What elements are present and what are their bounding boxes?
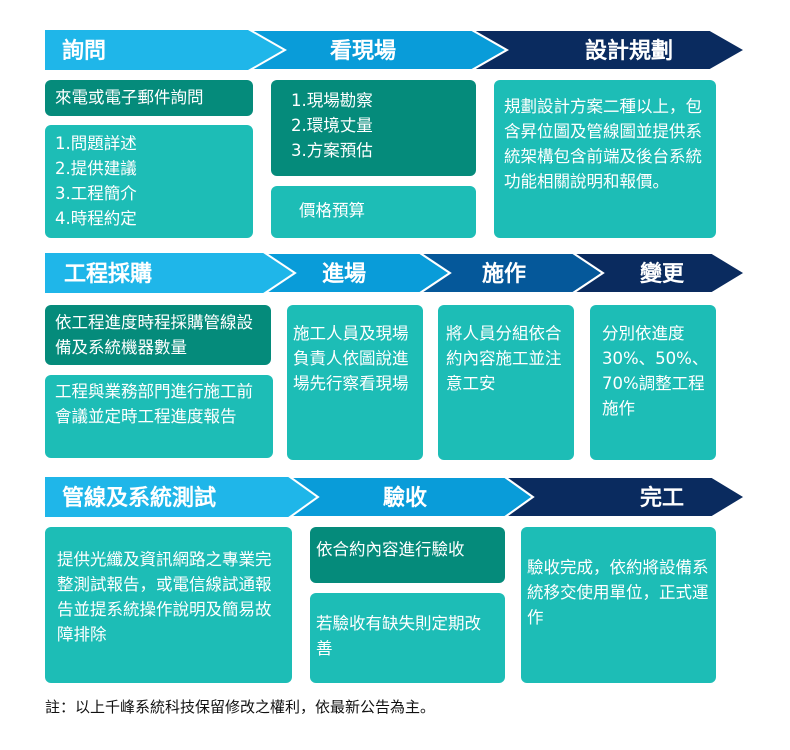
design-box: 規劃設計方案二種以上，包含昇位圖及管線圖並提供系統架構包含前端及後台系統功能相關…: [494, 80, 716, 238]
stage-banner-row2: 工程採購 進場 施作 變更: [45, 252, 747, 294]
procure-box: 依工程進度時程採購管線設備及系統機器數量: [45, 305, 271, 365]
stage-label: 進場: [322, 262, 366, 287]
stage-arrow-done: [501, 476, 747, 518]
meeting-box: 工程與業務部門進行施工前會議並定時工程進度報告: [45, 375, 273, 458]
site-steps-box: 1.現場勘察 2.環境丈量 3.方案預估: [271, 80, 476, 176]
inquiry-steps-box: 1.問題詳述 2.提供建議 3.工程簡介 4.時程約定: [45, 125, 253, 238]
stage-label: 變更: [640, 261, 685, 287]
stage-label: 驗收: [383, 485, 427, 511]
stage-arrow-test: [45, 477, 318, 517]
stage-arrow-inquiry: [45, 30, 285, 70]
stage-label: 工程採購: [64, 262, 152, 287]
accept-box: 依合約內容進行驗收: [310, 527, 505, 583]
done-box: 驗收完成，依約將設備系統移交使用單位，正式運作: [521, 527, 716, 683]
stage-label: 管線及系統測試: [62, 485, 216, 511]
stage-arrow-procure: [45, 253, 295, 293]
stage-label: 施作: [482, 261, 526, 287]
stage-label: 看現場: [330, 39, 396, 64]
change-box: 分別依進度30%、50%、70%調整工程施作: [590, 305, 716, 460]
stage-label: 設計規劃: [585, 38, 673, 64]
enter-box: 施工人員及現場負責人依圖說進場先行察看現場: [287, 305, 423, 460]
inquiry-method-box: 來電或電子郵件詢問: [45, 80, 253, 116]
stage-arrow-change: [569, 252, 747, 294]
stage-arrow-design: [468, 29, 748, 71]
stage-banner-row1: 詢問 看現場 設計規劃: [45, 29, 748, 71]
stage-banner-row3: 管線及系統測試 驗收 完工: [45, 476, 747, 518]
test-box: 提供光纖及資訊網路之專業完整測試報告，或電信線試通報告並提系統操作說明及簡易故障…: [45, 527, 292, 683]
budget-box: 價格預算: [271, 186, 476, 238]
build-box: 將人員分組依合約內容施工並注意工安: [438, 305, 574, 460]
stage-label: 完工: [640, 485, 684, 511]
fix-box: 若驗收有缺失則定期改善: [310, 593, 505, 683]
stage-label: 詢問: [62, 38, 106, 64]
footnote: 註：以上千峰系統科技保留修改之權利，依最新公告為主。: [45, 698, 436, 716]
